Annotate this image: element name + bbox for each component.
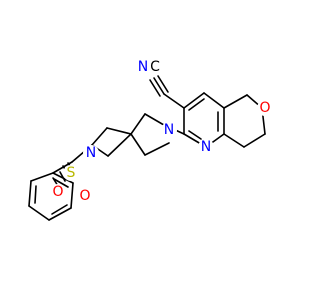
bond	[52, 172, 74, 184]
atom-label-o-bottom: O	[79, 188, 90, 204]
pyridine-nitrogen-atom: N	[198, 139, 214, 155]
bond	[130, 133, 146, 156]
atom-label-n-bottom: N	[86, 145, 96, 161]
bond	[188, 98, 205, 111]
pyran-oxygen-atom: O	[257, 100, 273, 116]
atom-label-n-nitrile: N	[138, 59, 148, 75]
pyrrolidine-nitrogen-top: N	[161, 122, 177, 138]
pyrrolidine-nitrogen-bottom: N	[83, 145, 99, 161]
bond	[153, 77, 165, 95]
bond	[243, 133, 266, 148]
bond	[106, 127, 132, 135]
bond	[144, 142, 170, 156]
atom-label-n-top: N	[164, 122, 174, 138]
sulfonyl-sulfur-atom: S	[63, 165, 79, 181]
bond	[28, 180, 32, 207]
bond	[130, 113, 146, 135]
bond	[223, 133, 245, 148]
atom-label-layer: C N N N N O S O	[50, 59, 273, 204]
atom-label-s: S	[67, 165, 76, 181]
bond	[30, 172, 54, 182]
bond	[34, 185, 37, 204]
atom-label-n-pyridine: N	[201, 139, 211, 155]
atom-label-o-top: O	[52, 184, 63, 200]
bond	[28, 205, 50, 221]
bond	[183, 92, 205, 109]
bond	[157, 75, 169, 93]
atom-label-c-nitrile: C	[150, 59, 160, 75]
sulfonyl-oxygen-top: O	[50, 184, 66, 200]
bond	[48, 207, 72, 221]
bond	[51, 204, 68, 215]
bond	[203, 92, 225, 109]
atom-label-o-pyran: O	[259, 100, 270, 116]
bond-layer	[28, 75, 266, 221]
bond	[53, 178, 69, 188]
sulfonyl-oxygen-bottom: O	[77, 188, 93, 204]
bond	[163, 93, 185, 109]
bond	[59, 171, 66, 182]
bond	[70, 182, 74, 209]
nitrile-nitrogen-atom: N	[135, 59, 151, 75]
bond	[188, 130, 202, 140]
chemical-structure-diagram: C N N N N O S O	[28, 59, 273, 221]
bond	[107, 133, 132, 157]
bond	[223, 94, 248, 109]
bond	[91, 127, 108, 146]
bond	[149, 79, 161, 97]
nitrile-carbon-atom: C	[147, 59, 163, 75]
